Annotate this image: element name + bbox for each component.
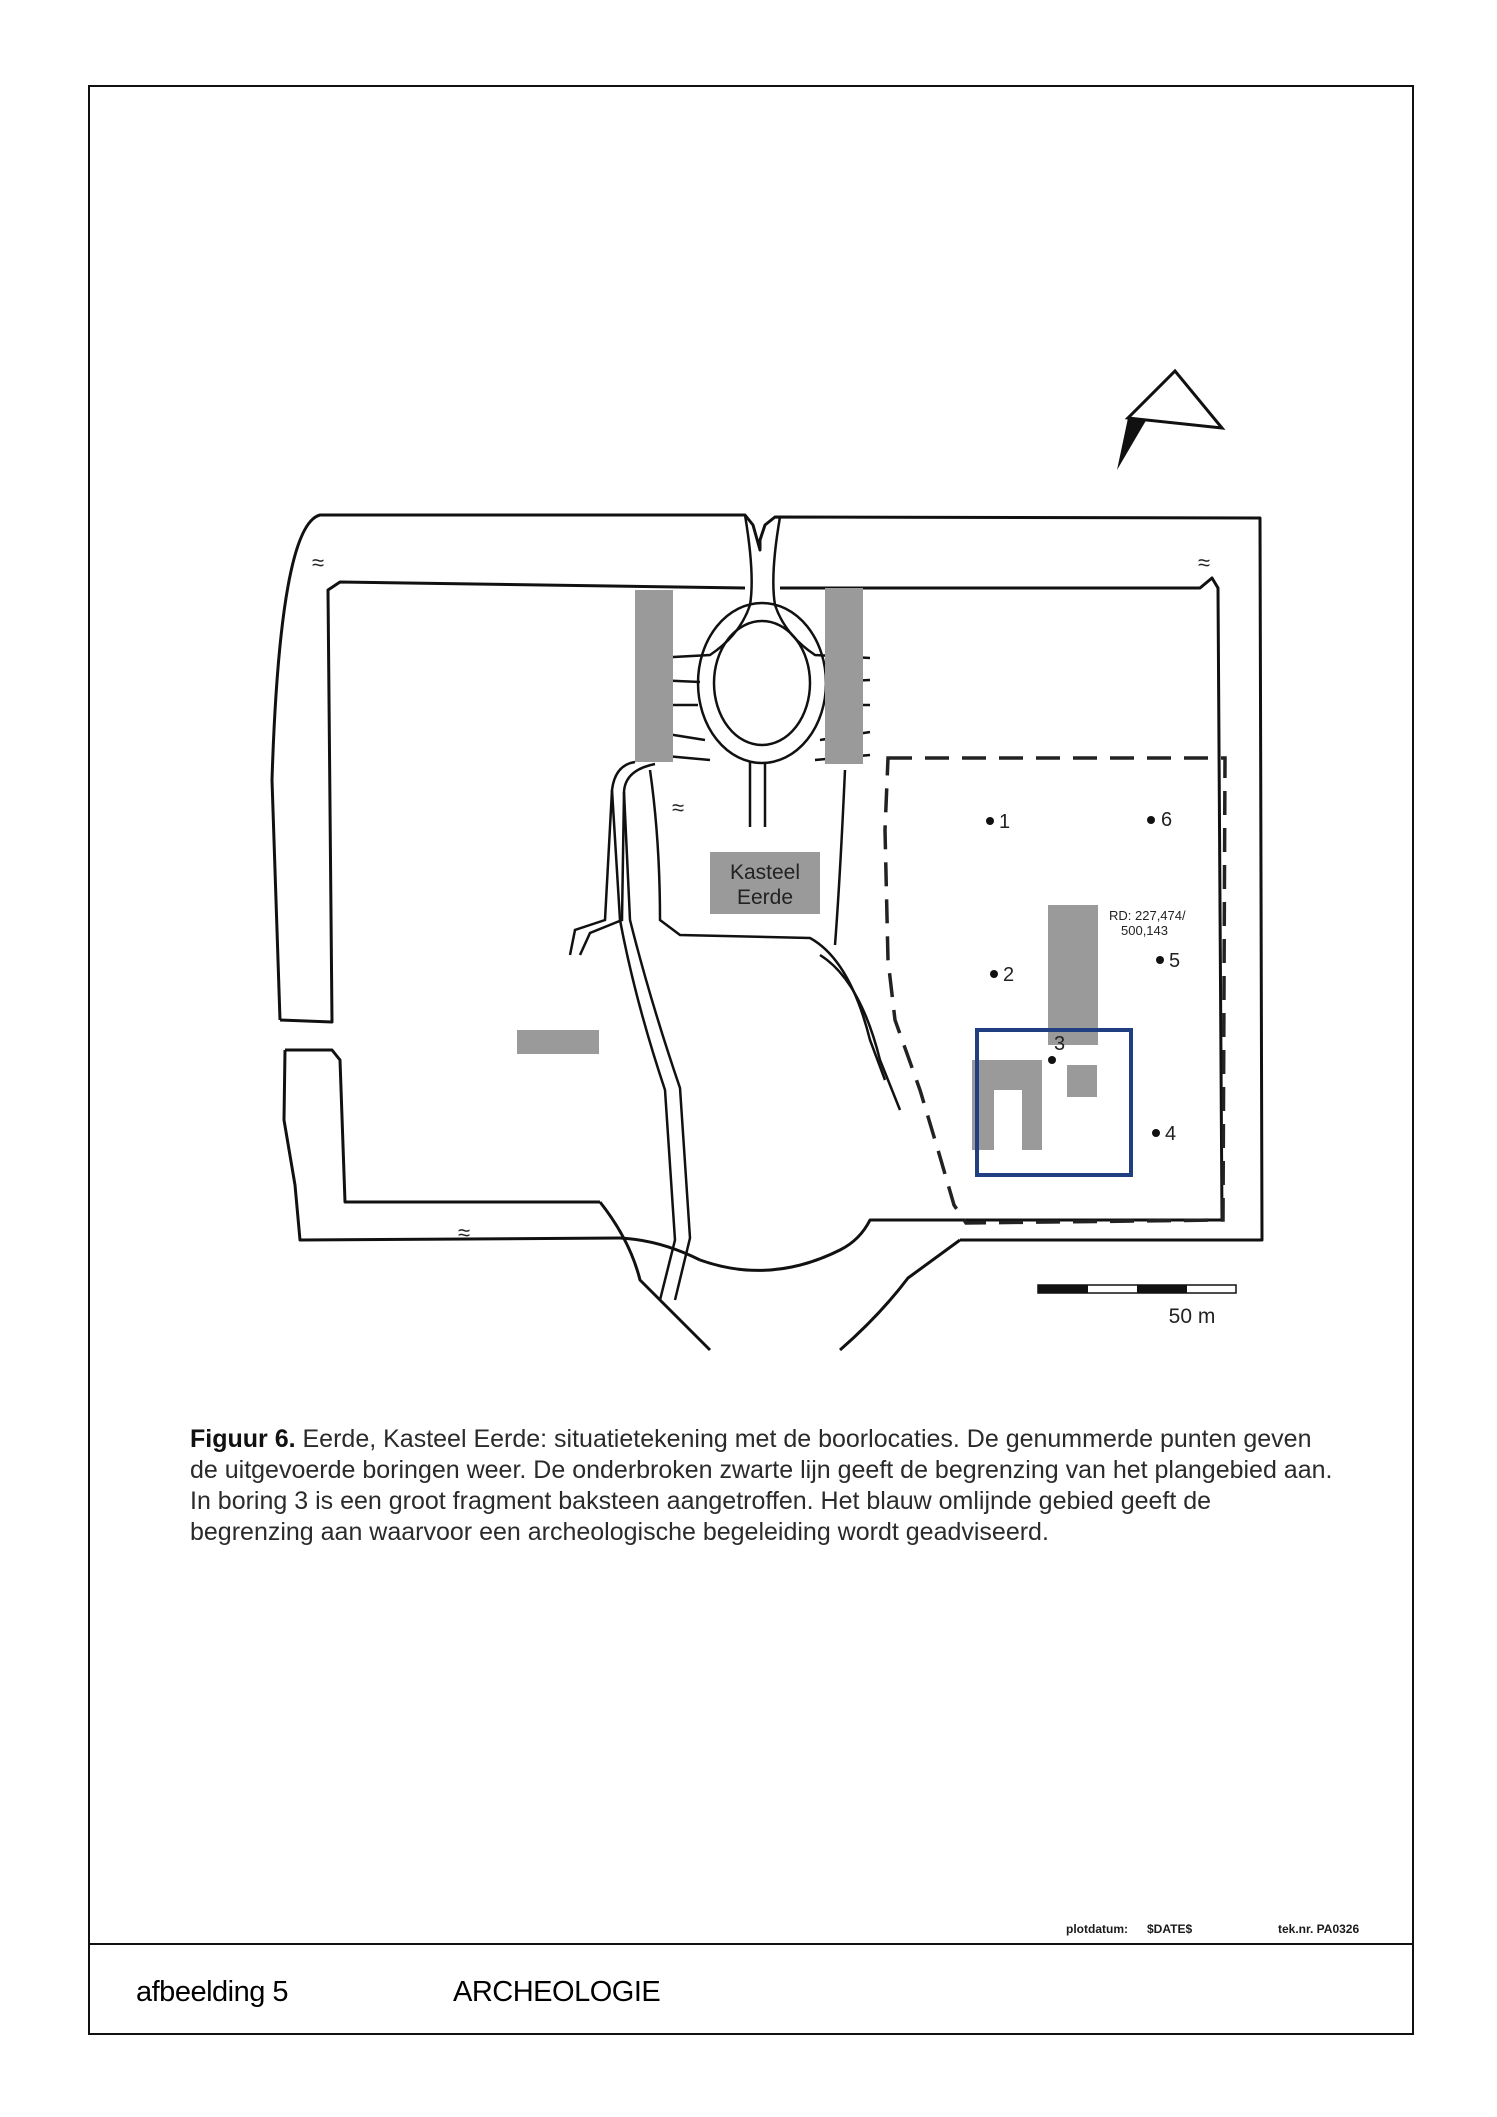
boring-4-label: 4 bbox=[1165, 1123, 1176, 1145]
water-symbol-south: ≈ bbox=[458, 1220, 470, 1245]
driveway bbox=[568, 514, 902, 1301]
boring-3-dot bbox=[1048, 1056, 1056, 1064]
drawing-number: tek.nr. PA0326 bbox=[1278, 1922, 1360, 1936]
footer-divider bbox=[88, 1943, 1414, 1945]
building-u-right bbox=[1022, 1060, 1042, 1150]
boring-3-label: 3 bbox=[1054, 1033, 1065, 1055]
water-symbol-nw: ≈ bbox=[312, 550, 324, 575]
building-tower bbox=[1048, 905, 1098, 1045]
figure-caption: Figuur 6. Eerde, Kasteel Eerde: situatie… bbox=[190, 1424, 1340, 1548]
site-map: Kasteel Eerde ≈ ≈ ≈ ≈ 1 6 2 3 5 4 bbox=[240, 360, 1280, 1380]
plotdatum-label: plotdatum: bbox=[1066, 1922, 1128, 1936]
scale-label: 50 m bbox=[1169, 1305, 1216, 1328]
boring-5-label: 5 bbox=[1169, 950, 1180, 972]
water-symbol-center: ≈ bbox=[672, 795, 684, 820]
kasteel-label: Kasteel bbox=[730, 861, 800, 884]
north-arrow-icon bbox=[1117, 368, 1226, 470]
page-frame bbox=[88, 85, 1414, 2035]
water-symbol-ne: ≈ bbox=[1198, 550, 1210, 575]
rd-coordinates-line1: RD: 227,474/ bbox=[1109, 908, 1186, 923]
rd-coordinates-line2: 500,143 bbox=[1121, 923, 1168, 938]
caption-figure-label: Figuur 6. bbox=[190, 1425, 296, 1453]
boring-5-dot bbox=[1156, 956, 1164, 964]
boring-1-label: 1 bbox=[999, 811, 1010, 833]
buildings bbox=[517, 588, 1098, 1150]
building-small bbox=[1067, 1065, 1097, 1097]
boring-2-dot bbox=[990, 970, 998, 978]
boring-6-dot bbox=[1147, 816, 1155, 824]
boring-2-label: 2 bbox=[1003, 964, 1014, 986]
department-label: ARCHEOLOGIE bbox=[453, 1976, 661, 2008]
boring-1-dot bbox=[986, 817, 994, 825]
building-east-wing bbox=[825, 588, 863, 764]
plan-area-boundary bbox=[883, 756, 1227, 1225]
boring-6-label: 6 bbox=[1161, 809, 1172, 831]
building-kasteel-eerde bbox=[710, 852, 820, 914]
water-symbols: ≈ ≈ ≈ ≈ bbox=[312, 550, 1210, 1245]
scale-bar bbox=[1037, 1284, 1237, 1294]
building-left-annex bbox=[517, 1030, 599, 1054]
plotdatum-value: $DATE$ bbox=[1147, 1922, 1193, 1936]
boring-points bbox=[986, 816, 1164, 1137]
figure-number: afbeelding 5 bbox=[136, 1976, 289, 2008]
boring-4-dot bbox=[1152, 1129, 1160, 1137]
advice-area-boundary bbox=[975, 1028, 1133, 1177]
eerde-label: Eerde bbox=[737, 886, 793, 909]
building-west-wing bbox=[635, 590, 673, 762]
moat-outline bbox=[270, 513, 1264, 1352]
caption-text: Eerde, Kasteel Eerde: situatietekening m… bbox=[190, 1425, 1333, 1546]
